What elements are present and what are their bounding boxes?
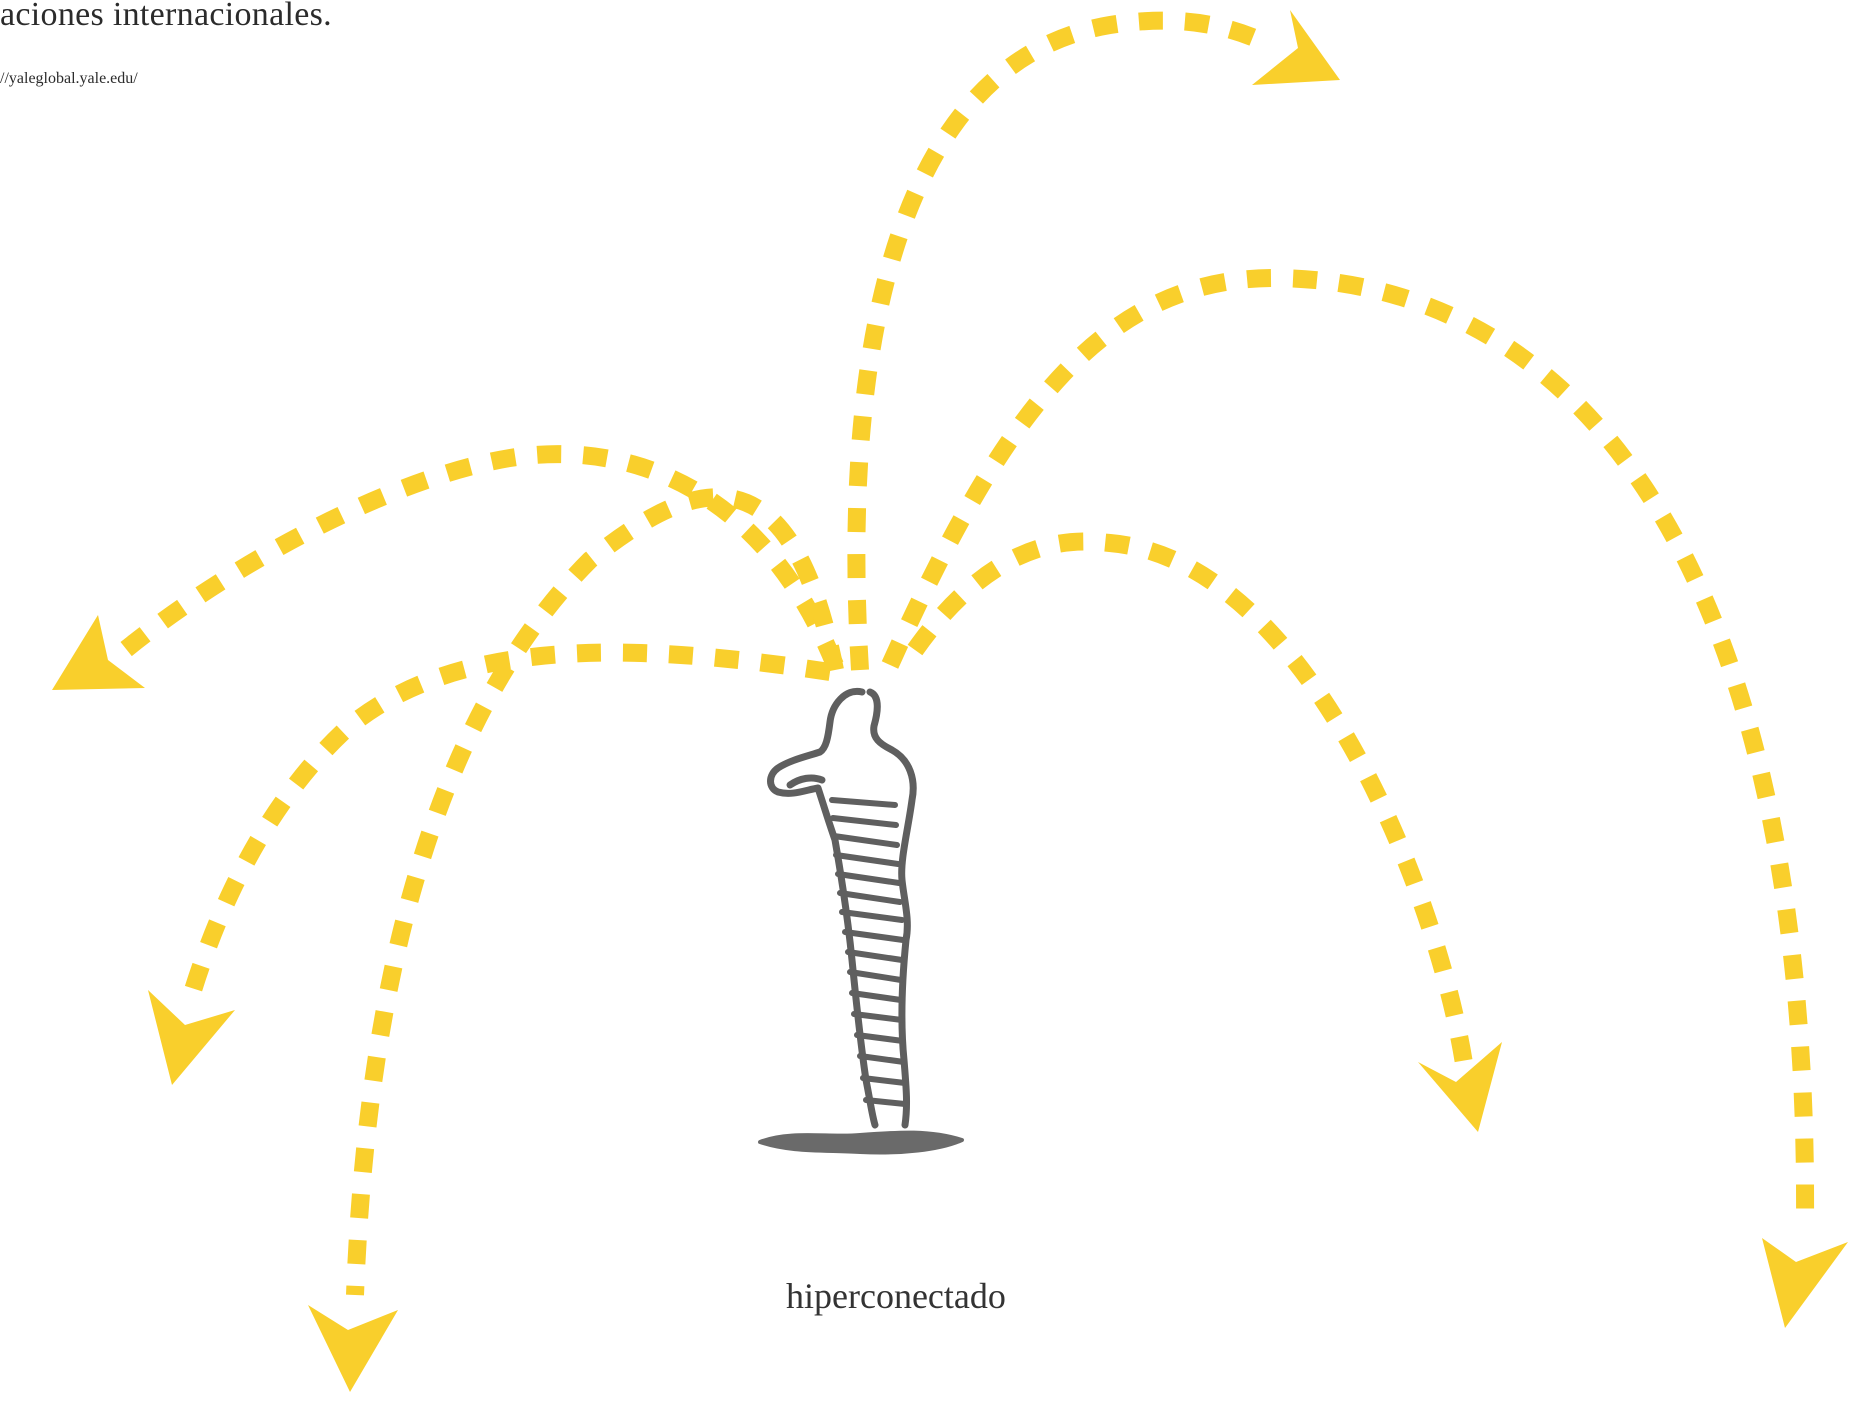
arrowhead-top (1252, 10, 1340, 85)
arrow-path-upper-left (125, 454, 835, 665)
arrowhead-lower-left (148, 990, 235, 1085)
arrowhead-right-far (1762, 1238, 1848, 1328)
arrow-path-left (190, 653, 830, 1000)
arrow-path-lower-left (355, 497, 835, 1295)
arrow-path-right (915, 541, 1465, 1070)
arrowhead-bottom-left (308, 1305, 398, 1392)
person-figure-icon (760, 691, 962, 1152)
figure-caption: hiperconectado (786, 1275, 1006, 1317)
